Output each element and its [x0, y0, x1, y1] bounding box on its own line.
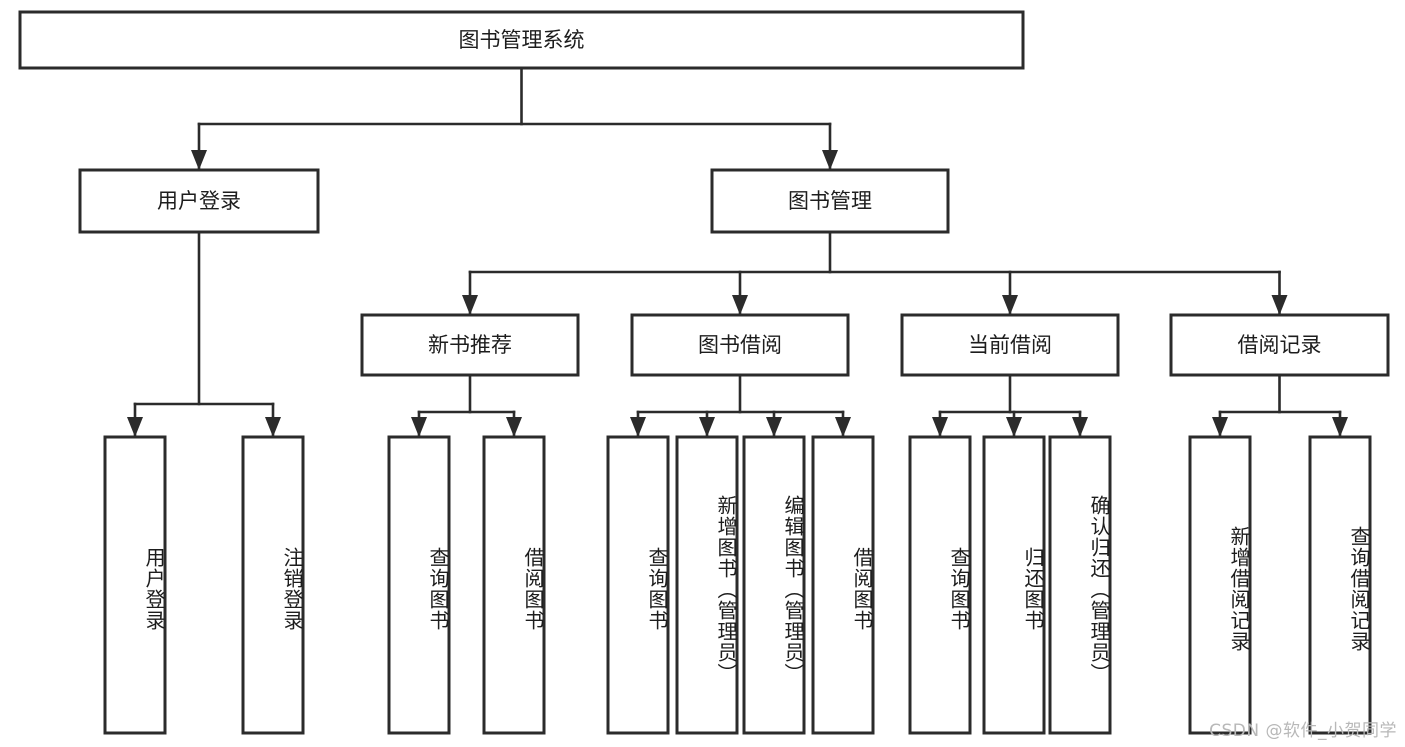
node-box-leaf-cb-confirm[interactable]	[1048, 435, 1112, 735]
csdn-watermark: CSDN @软件_小贺同学	[1209, 721, 1397, 741]
arrow-head-icon-leaf-rec-query	[411, 417, 427, 437]
node-box-leaf-logout[interactable]	[241, 435, 305, 735]
node-box-leaf-br-query[interactable]	[1308, 435, 1372, 735]
node-box-leaf-rec-query[interactable]	[387, 435, 451, 735]
node-label-user-login: 用户登录	[157, 189, 241, 213]
node-box-leaf-cb-query[interactable]	[908, 435, 972, 735]
arrow-head-icon-leaf-bb-edit	[766, 417, 782, 437]
node-box-book-manage[interactable]	[710, 168, 950, 234]
arrow-head-icon-leaf-cb-return	[1006, 417, 1022, 437]
node-label-borrow-record: 借阅记录	[1238, 333, 1322, 357]
node-label-book-borrow: 图书借阅	[698, 333, 782, 357]
node-box-leaf-cb-return[interactable]	[982, 435, 1046, 735]
node-label-book-manage: 图书管理	[788, 189, 872, 213]
node-label-new-book-rec: 新书推荐	[428, 333, 512, 357]
arrow-head-icon-leaf-br-add	[1212, 417, 1228, 437]
node-box-current-borrow[interactable]	[900, 313, 1120, 377]
node-box-leaf-br-add[interactable]	[1188, 435, 1252, 735]
arrow-head-icon-user-login	[191, 150, 207, 170]
node-box-leaf-bb-borrow[interactable]	[811, 435, 875, 735]
arrow-head-icon-current-borrow	[1002, 295, 1018, 315]
arrow-head-icon-leaf-br-query	[1332, 417, 1348, 437]
node-box-leaf-rec-borrow[interactable]	[482, 435, 546, 735]
node-box-borrow-record[interactable]	[1169, 313, 1390, 377]
connector-layer	[127, 66, 1348, 439]
node-label-current-borrow: 当前借阅	[968, 333, 1052, 357]
box-layer	[18, 10, 1390, 735]
arrow-head-icon-leaf-bb-add	[699, 417, 715, 437]
arrow-head-icon-leaf-user-login	[127, 417, 143, 437]
arrow-head-icon-new-book-rec	[462, 295, 478, 315]
node-box-leaf-bb-edit[interactable]	[742, 435, 806, 735]
arrow-head-icon-leaf-cb-confirm	[1072, 417, 1088, 437]
node-box-root[interactable]	[18, 10, 1025, 70]
node-label-root: 图书管理系统	[459, 28, 585, 52]
node-box-leaf-user-login[interactable]	[103, 435, 167, 735]
arrow-head-icon-leaf-logout	[265, 417, 281, 437]
node-box-leaf-bb-add[interactable]	[675, 435, 739, 735]
node-box-new-book-rec[interactable]	[360, 313, 580, 377]
arrow-head-icon-book-borrow	[732, 295, 748, 315]
node-box-user-login[interactable]	[78, 168, 320, 234]
arrow-head-icon-leaf-rec-borrow	[506, 417, 522, 437]
node-box-leaf-bb-query[interactable]	[606, 435, 670, 735]
arrow-head-icon-leaf-cb-query	[932, 417, 948, 437]
arrow-head-icon-leaf-bb-query	[630, 417, 646, 437]
arrow-head-icon-leaf-bb-borrow	[835, 417, 851, 437]
node-box-book-borrow[interactable]	[630, 313, 850, 377]
arrow-head-icon-borrow-record	[1271, 295, 1288, 315]
arrow-head-icon-book-manage	[822, 150, 838, 170]
